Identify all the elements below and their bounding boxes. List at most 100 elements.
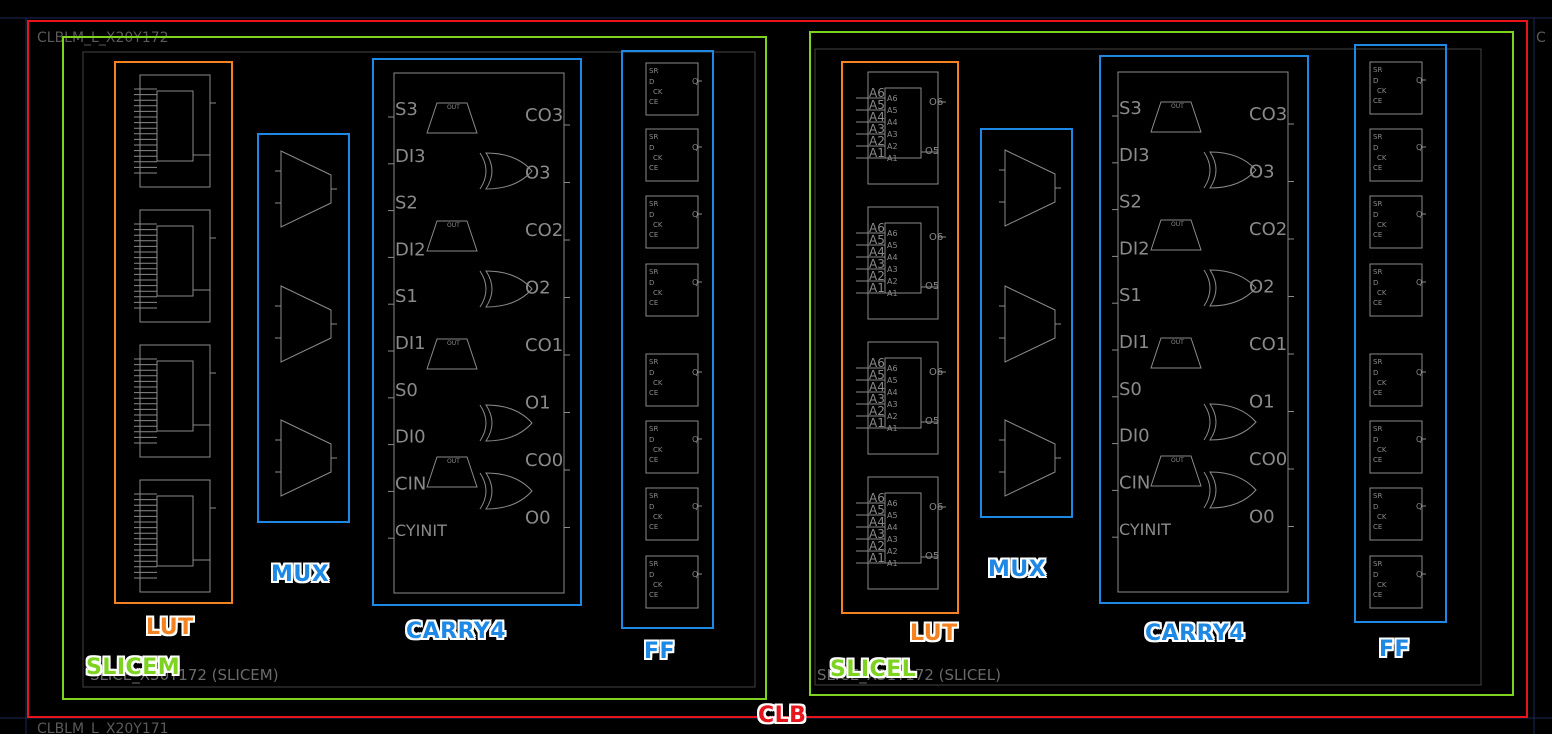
ff-pin-label: CE	[1373, 523, 1382, 531]
carry-mux-symbol	[1150, 101, 1202, 133]
carry-mux-pin: OUT	[1171, 103, 1184, 110]
ff-pin-label: SR	[649, 268, 658, 276]
carry-output-label: O3	[525, 163, 551, 184]
ff-pin-label: D	[649, 144, 654, 152]
carry-mux-pin: OUT	[1171, 339, 1184, 346]
lut-core	[156, 360, 194, 432]
lut-core	[884, 357, 922, 429]
lut-inner-pin: A2	[887, 142, 898, 151]
carry-input-label: DI3	[1119, 145, 1150, 166]
lut-input-label: A4	[869, 515, 885, 529]
ff-pin-label: CE	[649, 523, 658, 531]
ff-cell	[645, 195, 699, 249]
ff-pin-label: CE	[649, 164, 658, 172]
lut-input-label: A1	[869, 146, 885, 160]
carry4-cell-left: S3DI3S2DI2S1DI1S0DI0CINCYINITCO3O3CO2O2C…	[388, 72, 570, 594]
lut-input-label: A1	[869, 551, 885, 565]
ff-pin-label: CK	[653, 513, 663, 521]
ff-pin-label: CE	[1373, 389, 1382, 397]
lut-inner-pin: A6	[887, 229, 898, 238]
carry-output-label: O2	[525, 278, 551, 299]
slicem-frame	[62, 36, 767, 700]
lut-inner-pin: A1	[887, 289, 898, 298]
lut-core	[884, 222, 922, 294]
carry-input-label: DI2	[395, 239, 426, 260]
lut-outline	[139, 479, 211, 593]
carry-input-label: S0	[1119, 379, 1142, 400]
ff-pin-label: D	[649, 503, 654, 511]
ff-pin-label: CE	[649, 299, 658, 307]
carry-input-label: S2	[395, 193, 418, 214]
ff-cell	[1369, 195, 1423, 249]
slicem-outline	[82, 51, 756, 688]
lut-input-label: A4	[869, 110, 885, 124]
lut-input-label: A2	[869, 404, 885, 418]
xor-gate-symbol	[485, 152, 533, 190]
ff-pin-label: Q	[692, 368, 698, 377]
ff-pin-label: CK	[653, 289, 663, 297]
lut-label-left: LUT	[146, 615, 194, 640]
ff-pin-label: SR	[1373, 268, 1382, 276]
ff-pin-label: SR	[1373, 66, 1382, 74]
ff-pin-label: CK	[653, 154, 663, 162]
ff-cell	[1369, 555, 1423, 609]
mux-frame-right	[980, 128, 1073, 518]
lut-input-label: A3	[869, 392, 885, 406]
mux-label-right: MUX	[988, 557, 1047, 582]
clb-frame	[27, 20, 1528, 718]
ff-pin-label: SR	[1373, 200, 1382, 208]
lut-outline	[139, 74, 211, 188]
carry-mux-symbol	[426, 220, 478, 252]
ff-pin-label: D	[649, 211, 654, 219]
lut-output-label: O6	[929, 367, 943, 378]
ff-pin-label: SR	[649, 358, 658, 366]
clb-label: CLB	[758, 703, 807, 728]
mux-symbol	[280, 285, 332, 363]
xor-gate-arc	[1203, 269, 1211, 307]
carry-input-label: S3	[1119, 98, 1142, 119]
lut6-cell	[134, 344, 216, 458]
carry-output-label: O2	[1249, 277, 1275, 298]
lut-output-label: O6	[929, 232, 943, 243]
carry-input-label: CIN	[395, 473, 426, 494]
lut-inner-pin: A3	[887, 400, 898, 409]
mux-cells	[275, 149, 1061, 497]
carry-output-label: O1	[1249, 392, 1275, 413]
ff-pin-label: CK	[653, 446, 663, 454]
lut-inner-pin: A4	[887, 523, 898, 532]
ff-pin-label: CK	[1377, 446, 1387, 454]
ff-cell	[1369, 353, 1423, 407]
lut-input-label: A6	[869, 221, 885, 235]
xor-gate-symbol	[1209, 151, 1257, 189]
ff-pin-label: Q	[692, 143, 698, 152]
carry-input-label: DI1	[1119, 332, 1150, 353]
carry-output-label: CO2	[1249, 219, 1287, 240]
carry4-frame-left	[372, 58, 582, 606]
lut-input-label: A4	[869, 380, 885, 394]
carry-mux-pin: OUT	[447, 222, 460, 229]
carry-mux-pin: OUT	[447, 340, 460, 347]
ff-frame-left	[621, 50, 714, 629]
ff-pin-label: Q	[1416, 278, 1422, 287]
lut-input-label: A2	[869, 269, 885, 283]
carry-input-label: DI0	[1119, 426, 1150, 447]
ff-pin-label: D	[649, 369, 654, 377]
ff-pin-label: Q	[692, 210, 698, 219]
ff-pin-label: D	[649, 279, 654, 287]
ff-pin-label: Q	[1416, 435, 1422, 444]
ff-pin-label: Q	[1416, 210, 1422, 219]
xor-gate-symbol	[485, 270, 533, 308]
carry-input-label: S2	[1119, 192, 1142, 213]
ff-pin-label: SR	[1373, 358, 1382, 366]
mux-symbol	[280, 150, 332, 228]
lut-inner-pin: A3	[887, 535, 898, 544]
ff-pin-label: CK	[1377, 513, 1387, 521]
ff-cell	[645, 62, 699, 116]
mux-symbol	[1004, 149, 1056, 227]
carry-output-label: CO3	[1249, 104, 1287, 125]
ff-pin-label: D	[1373, 77, 1378, 85]
ff-pin-label: D	[649, 436, 654, 444]
carry-output-label: O1	[525, 393, 551, 414]
lut-outline	[139, 209, 211, 323]
